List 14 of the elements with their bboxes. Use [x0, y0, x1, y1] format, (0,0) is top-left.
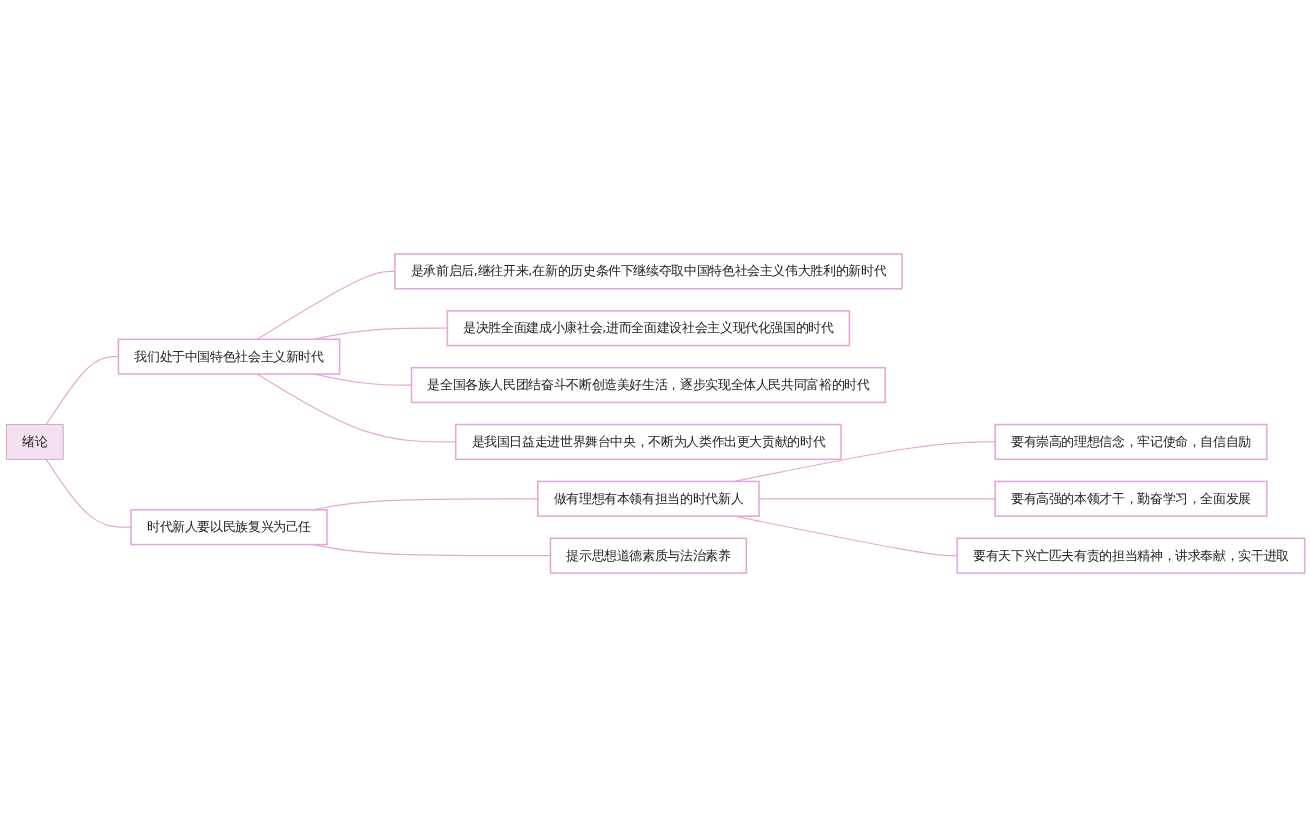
node-box: 做有理想有本领有担当的时代新人	[537, 480, 760, 517]
node-box: 绪论	[5, 424, 64, 460]
connector	[45, 458, 132, 528]
node-box: 要有崇高的理想信念，牢记使命，自信自励	[994, 423, 1268, 461]
node-box: 是我国日益走进世界舞台中央，不断为人类作出更大贡献的时代	[454, 423, 842, 461]
node-box: 是决胜全面建成小康社会,进而全面建设社会主义现代化强国的时代	[446, 310, 851, 347]
node-box: 提示思想道德素质与法治素养	[549, 537, 748, 574]
node-box: 是全国各族人民团结奋斗不断创造美好生活，逐步实现全体人民共同富裕的时代	[410, 366, 887, 404]
node-box: 要有天下兴亡匹夫有责的担当精神，讲求奉献，实干进取	[956, 537, 1306, 574]
connector	[758, 498, 996, 500]
node-box: 我们处于中国特色社会主义新时代	[117, 338, 341, 375]
node-box: 要有高强的本领才干，勤奋学习，全面发展	[994, 480, 1268, 517]
node-box: 时代新人要以民族复兴为己任	[130, 509, 328, 546]
node-box: 是承前启后,继往开来,在新的历史条件下继续夺取中国特色社会主义伟大胜利的新时代	[394, 253, 903, 290]
